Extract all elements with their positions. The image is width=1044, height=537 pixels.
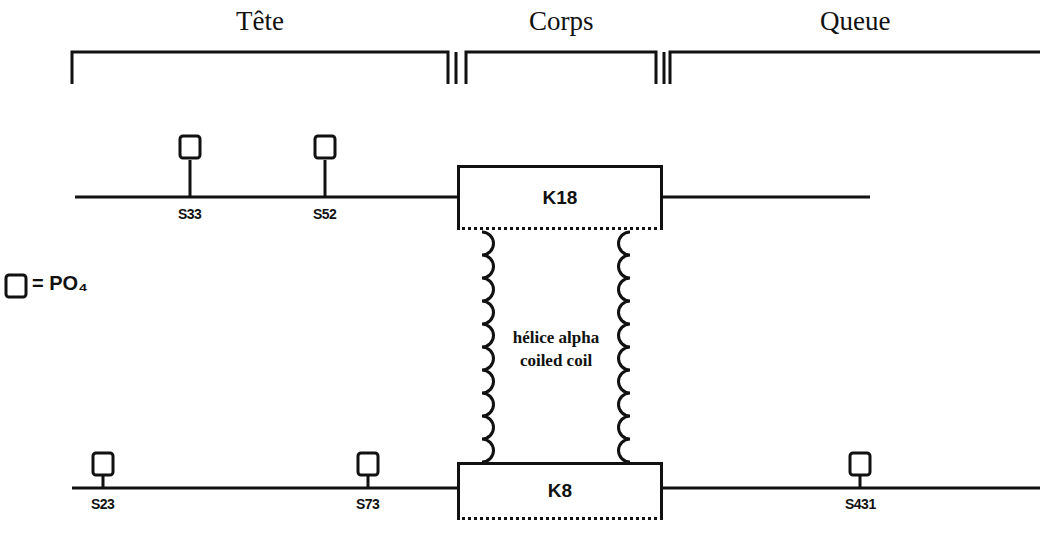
phosphate-square (850, 453, 870, 475)
coil-label: hélice alpha coiled coil (492, 290, 620, 410)
phosphate-square (315, 136, 335, 158)
site-stem (190, 160, 325, 197)
domain-bracket (72, 52, 448, 84)
domain-name: Tête (236, 6, 284, 37)
coil-helix (482, 232, 494, 462)
structure-label: hélice alpha coiled coil (506, 327, 606, 373)
legend-text: = PO₄ (32, 272, 88, 295)
keratin-box: K18 (457, 165, 663, 230)
domain-name: Corps (529, 6, 594, 37)
protein-name: K8 (548, 480, 572, 502)
serine-site: S23 (91, 496, 114, 512)
domain-bracket (456, 52, 664, 84)
phosphate-square (358, 453, 378, 475)
serine-site: S73 (356, 496, 379, 512)
keratin-box: K8 (457, 462, 663, 520)
phosphate-square (93, 453, 113, 475)
domain-name: Queue (820, 6, 890, 37)
domain-bracket (670, 52, 1040, 84)
coil-helix (619, 232, 631, 462)
serine-site: S52 (313, 206, 336, 222)
serine-site: S33 (178, 206, 201, 222)
phosphate-square (180, 136, 200, 158)
protein-name: K18 (543, 187, 578, 209)
legend-square (6, 275, 26, 297)
serine-site: S431 (845, 496, 876, 512)
